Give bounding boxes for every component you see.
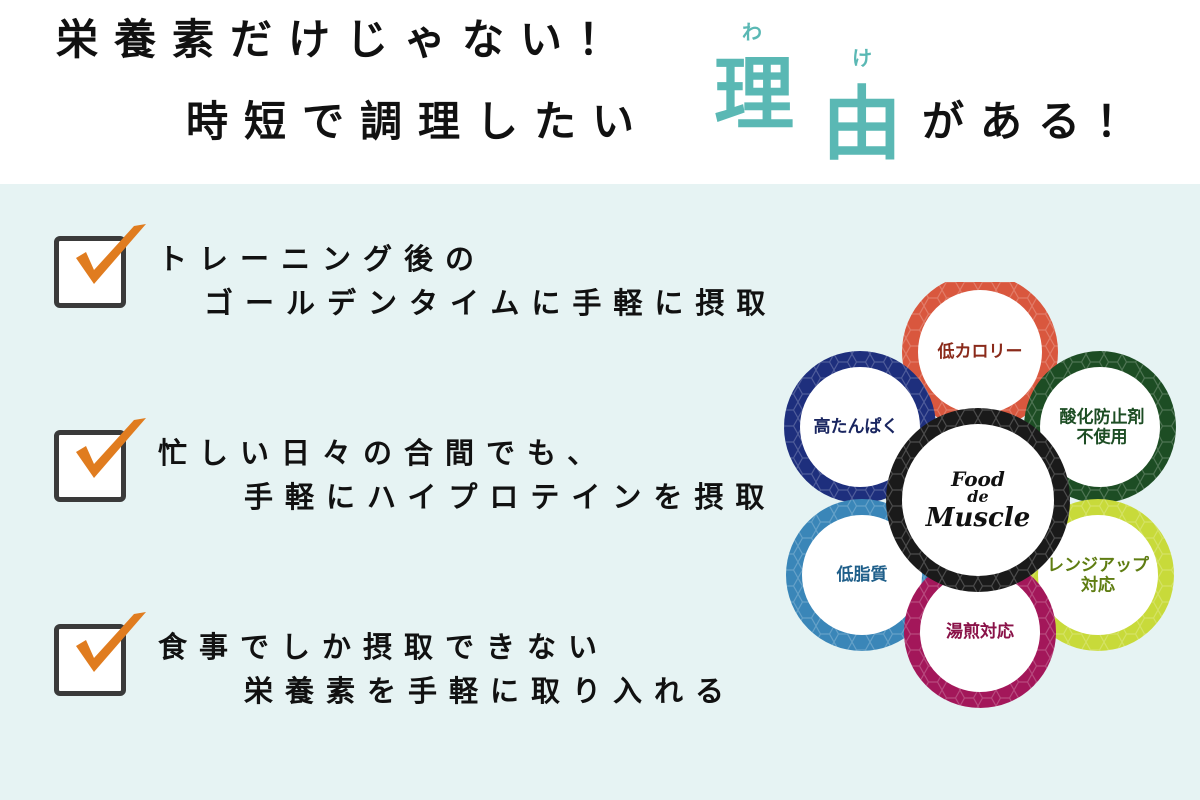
badge-center (802, 515, 922, 635)
badge-center (1038, 515, 1158, 635)
badge-0 (902, 282, 1058, 430)
badge-label-line: レンジアップ (1047, 555, 1149, 575)
brand-logo: Food de Muscle (926, 469, 1031, 531)
brand-logo-word-3: Muscle (925, 503, 1031, 533)
badge-center (1040, 367, 1160, 487)
badge-center (918, 290, 1042, 414)
badge-label-line: 低脂質 (836, 565, 888, 585)
badge-label-low-fat: 低脂質 (837, 565, 888, 585)
checklist-item-line-2: ゴールデンタイムに手軽に摂取 (204, 286, 778, 320)
accent-kanji-yu: 由 (822, 77, 902, 171)
badge-label-line: 低カロリー (937, 342, 1023, 362)
badge-5 (904, 556, 1056, 708)
badge-center (920, 572, 1040, 692)
checkmark-icon (76, 612, 146, 672)
checkmark-icon (76, 224, 146, 284)
checkmark-icon (76, 418, 146, 478)
badge-label-low-calorie: 低カロリー (938, 342, 1023, 362)
brand-logo-word-1: Food (951, 467, 1005, 491)
badge-label-line: 高たんぱく (813, 417, 899, 437)
ruby-ke: け (852, 46, 872, 70)
checklist-item-line-1: 食事でしか摂取できない (158, 630, 610, 664)
checklist-item: 忙しい日々の合間でも、 手軽にハイプロテインを摂取 (54, 418, 794, 550)
checklist-item: 食事でしか摂取できない 栄養素を手軽に取り入れる (54, 612, 794, 744)
checklist-item-line-2: 栄養素を手軽に取り入れる (244, 674, 737, 708)
badge-label-high-protein: 高たんぱく (814, 417, 899, 437)
badge-label-microwave: レンジアップ対応 (1047, 555, 1149, 594)
badge-label-line: 酸化防止剤 (1059, 407, 1145, 427)
checklist-item-line-1: トレーニング後の (158, 242, 487, 276)
headline-line-2-start: 時短で調理したい (186, 97, 651, 146)
badge-label-hot-water: 湯煎対応 (946, 622, 1014, 642)
badge-graphic (784, 282, 1176, 708)
checklist-item-line-2: 手軽にハイプロテインを摂取 (244, 480, 777, 514)
headline-line-1: 栄養素だけじゃない！ (56, 15, 637, 64)
header-section: 栄養素だけじゃない！ 時短で調理したい わ 理 け 由 がある！ (0, 0, 1200, 184)
badge-label-no-antioxidant: 酸化防止剤不使用 (1060, 407, 1145, 446)
accent-kanji-ri: 理 (714, 47, 794, 141)
headline-line-2-end: がある！ (922, 97, 1155, 146)
badge-label-line: 対応 (1081, 575, 1115, 594)
logo-ring (886, 408, 1070, 592)
badge-label-line: 不使用 (1076, 427, 1128, 446)
feature-badge-cluster: 低カロリー 高たんぱく 酸化防止剤不使用 低脂質 レンジアップ対応 湯煎対応 F… (780, 282, 1180, 722)
checklist-item: トレーニング後の ゴールデンタイムに手軽に摂取 (54, 224, 794, 356)
brand-logo-word-2: de (967, 487, 989, 506)
badge-label-line: 湯煎対応 (946, 622, 1014, 642)
ruby-wa: わ (742, 20, 762, 44)
checklist-item-line-1: 忙しい日々の合間でも、 (158, 436, 609, 470)
badge-center (800, 367, 920, 487)
